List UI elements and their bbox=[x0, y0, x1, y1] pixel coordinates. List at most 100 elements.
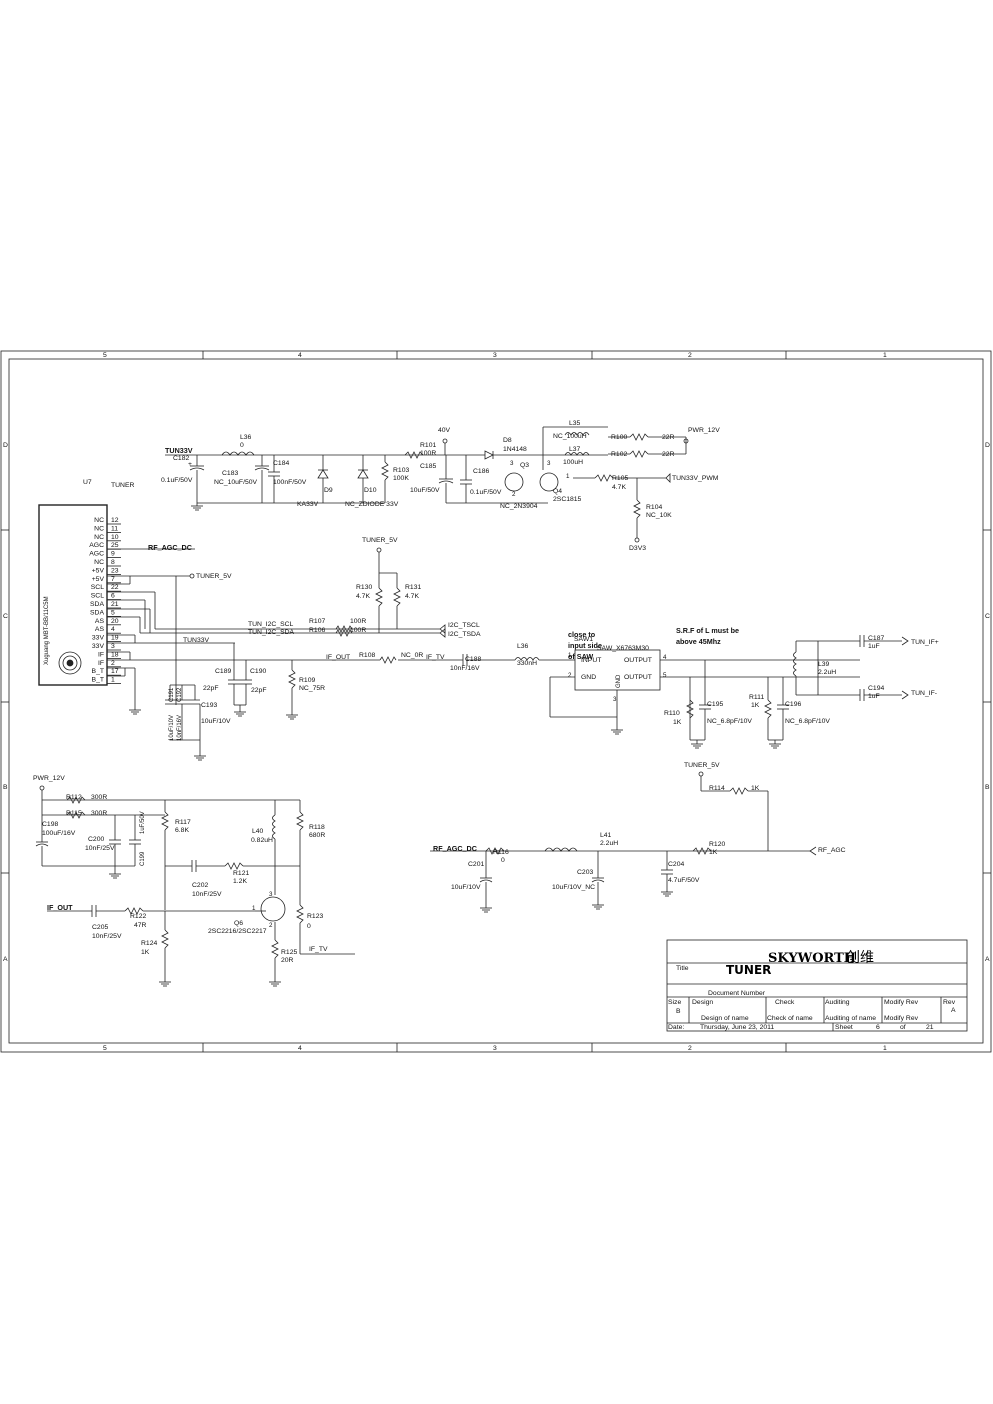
r109-val: NC_75R bbox=[299, 685, 325, 692]
r124-val: 1K bbox=[141, 949, 150, 956]
tuner-pin-name: IF bbox=[98, 651, 104, 658]
net-tun-i2c-sda: TUN_I2C_SDA bbox=[248, 629, 295, 636]
r122-ref: R122 bbox=[130, 913, 146, 920]
saw-pin-num-2: 2 bbox=[568, 672, 572, 679]
r107-val: 100R bbox=[350, 618, 366, 625]
net-tun-i2c-scl: TUN_I2C_SCL bbox=[248, 621, 294, 628]
saw-filter bbox=[574, 649, 661, 691]
note-saw-line-1: close to bbox=[568, 630, 596, 639]
tuner-value: TUNER bbox=[111, 482, 135, 489]
q3-transistor-icon bbox=[504, 472, 524, 492]
tuner-pin-number: 19 bbox=[111, 635, 119, 642]
border-col-bottom-5: 5 bbox=[103, 1045, 107, 1052]
r121-val: 1.2K bbox=[233, 878, 247, 885]
title-block: SKYWORTH 创维 Title TUNER Document Number … bbox=[666, 939, 968, 1032]
tuner-pin-name: +5V bbox=[92, 567, 105, 574]
c182-ref: C182 bbox=[173, 455, 189, 462]
c199-ref: C199 bbox=[140, 851, 146, 866]
d10-val: NC_ZDIODE 33V bbox=[345, 501, 399, 508]
r100-ref: R100 bbox=[611, 434, 627, 441]
border-col-bottom-4: 4 bbox=[298, 1045, 302, 1052]
c195-val: NC_6.8pF/10V bbox=[707, 718, 752, 725]
c203-val: 10uF/10V_NC bbox=[552, 884, 595, 891]
r106-val: 100R bbox=[350, 627, 366, 634]
c205-val: 10nF/25V bbox=[92, 933, 122, 940]
r112-ref: R112 bbox=[66, 794, 82, 801]
net-tun-if-minus: TUN_IF- bbox=[911, 690, 937, 697]
c186-ref: C186 bbox=[473, 468, 489, 475]
border-row-left-c: C bbox=[3, 613, 8, 620]
r118-val: 680R bbox=[309, 832, 325, 839]
saw-pin-num-1: 1 bbox=[568, 652, 572, 659]
border-row-right-a: A bbox=[985, 956, 990, 963]
q6-ref: Q6 bbox=[234, 920, 243, 927]
net-if-tv-a: IF_TV bbox=[426, 654, 445, 661]
rf-agc-section: TUNER_5V R114 1K RF_AGC_DC RF_AGC R116 0… bbox=[430, 762, 846, 913]
note-saw-line-2: input side bbox=[568, 641, 602, 650]
title-block-brand: SKYWORTH bbox=[768, 951, 856, 966]
title-block-doc-number-label: Document Number bbox=[708, 990, 766, 997]
border-col-bottom-3: 3 bbox=[493, 1045, 497, 1052]
net-tuner-5v-b: TUNER_5V bbox=[362, 537, 398, 544]
net-tun33v-pwm: TUN33V_PWM bbox=[672, 475, 719, 482]
c198-ref: C198 bbox=[42, 821, 58, 828]
tuner-pin-name: SDA bbox=[90, 601, 104, 608]
tuner-pin-number: 17 bbox=[111, 668, 119, 675]
title-block-auditing-label: Auditing bbox=[825, 999, 850, 1006]
tuner-vendor-text: Xuguang MBT-BB/11C5M bbox=[44, 596, 50, 665]
r108-ref: R108 bbox=[359, 652, 375, 659]
tuner-pin-name: +5V bbox=[92, 576, 105, 583]
title-block-rev: A bbox=[951, 1007, 956, 1014]
border-row-right-d: D bbox=[985, 442, 990, 449]
r131-val: 4.7K bbox=[405, 593, 419, 600]
r114-ref: R114 bbox=[709, 785, 725, 792]
title-block-sheet-num: 6 bbox=[876, 1024, 880, 1031]
c193-ref: C193 bbox=[201, 702, 217, 709]
l36a-val: 0 bbox=[240, 442, 244, 449]
d9-val: KA33V bbox=[297, 501, 319, 508]
svg-text:3: 3 bbox=[510, 460, 514, 467]
border-row-right-b: B bbox=[985, 784, 990, 791]
border-col-top-4: 4 bbox=[298, 352, 302, 359]
note-srf-line-1: S.R.F of L must be bbox=[676, 626, 739, 635]
tuner-pin-name: SDA bbox=[90, 609, 104, 616]
r104-ref: R104 bbox=[646, 504, 662, 511]
saw-pin-num-4: 4 bbox=[663, 654, 667, 661]
c191-val: 10uF/10V bbox=[169, 715, 175, 741]
net-rf-agc-dc: RF_AGC_DC bbox=[148, 543, 192, 552]
c199-val: 1uF/50V bbox=[140, 811, 146, 834]
q3-ref: Q3 bbox=[520, 462, 529, 469]
net-i2c-tsda: I2C_TSDA bbox=[448, 631, 481, 638]
tuner-pin-number: 25 bbox=[111, 542, 119, 549]
q6-val: 2SC2216/2SC2217 bbox=[208, 928, 267, 935]
c200-ref: C200 bbox=[88, 836, 104, 843]
tuner-pin-name: NC bbox=[94, 559, 104, 566]
tuner-pin-number: 10 bbox=[111, 534, 119, 541]
c198-val: 100uF/16V bbox=[42, 830, 76, 837]
tuner-pin-name: NC bbox=[94, 525, 104, 532]
r123-val: 0 bbox=[307, 923, 311, 930]
saw-pin-input: INPUT bbox=[581, 657, 601, 664]
tuner-pin-number: 8 bbox=[111, 559, 115, 566]
net-rf-agc-dc-b: RF_AGC_DC bbox=[433, 844, 477, 853]
tuner-pin-number: 23 bbox=[111, 567, 119, 574]
saw-pin-gnd2: GND bbox=[616, 674, 622, 688]
c200-val: 10nF/25V bbox=[85, 845, 115, 852]
r101-val: 100R bbox=[420, 450, 436, 457]
tuner-pin-name: AS bbox=[95, 618, 105, 625]
c202-val: 10nF/25V bbox=[192, 891, 222, 898]
l40-val: 0.82uH bbox=[251, 837, 273, 844]
r125-val: 20R bbox=[281, 957, 294, 964]
net-if-out-b: IF_OUT bbox=[47, 903, 73, 912]
title-block-auditing-of-name: Auditing of name bbox=[825, 1015, 876, 1022]
c196-val: NC_6.8pF/10V bbox=[785, 718, 830, 725]
title-block-modify-value: Modify Rev bbox=[884, 1015, 919, 1022]
c203-ref: C203 bbox=[577, 869, 593, 876]
c189-val: 22pF bbox=[203, 685, 219, 692]
c183-ref: C183 bbox=[222, 470, 238, 477]
c201-val: 10uF/10V bbox=[451, 884, 481, 891]
tuner-pin-name: AGC bbox=[89, 542, 104, 549]
tuner-pin-number: 20 bbox=[111, 618, 119, 625]
border-row-left-b: B bbox=[3, 784, 8, 791]
